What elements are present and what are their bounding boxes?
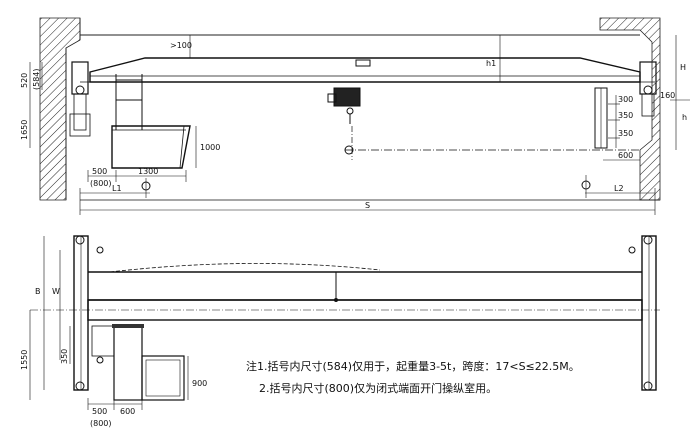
dim-600-plan: 600: [120, 407, 135, 416]
dim-gt100: >100: [170, 41, 192, 50]
dim-h1: h1: [486, 59, 496, 68]
dim-800: (800): [90, 179, 112, 188]
dim-W: W: [52, 287, 60, 296]
note-line-1: 注1.括号内尺寸(584)仅用于，起重量3-5t，跨度：17<S≤22.5M。: [246, 359, 580, 373]
plan-view: B W 1550 350 900 500 600 (800): [20, 235, 660, 428]
dim-1300: 1300: [138, 167, 158, 176]
dim-1000: 1000: [200, 143, 220, 152]
dim-1650: 1650: [20, 120, 29, 140]
dim-L2: L2: [614, 184, 624, 193]
elevation-view: >100 h1 1000 500 (800) 1300 L1 L2 S 300 …: [20, 17, 690, 215]
dim-350-plan: 350: [60, 349, 69, 364]
dim-500-plan: 500: [92, 407, 107, 416]
dim-900: 900: [192, 379, 207, 388]
hoist-trolley: [327, 87, 361, 124]
right-wall-hatch: [599, 17, 661, 201]
cabin-plan: [91, 324, 185, 401]
notes: 注1.括号内尺寸(584)仅用于，起重量3-5t，跨度：17<S≤22.5M。 …: [246, 359, 580, 395]
dim-584: (584): [32, 68, 41, 90]
dim-1550: 1550: [20, 350, 29, 370]
dim-350-a: 350: [618, 111, 633, 120]
dim-160: 160: [660, 91, 675, 100]
dim-300: 300: [618, 95, 633, 104]
dim-600: 600: [618, 151, 633, 160]
dim-500: 500: [92, 167, 107, 176]
note-line-2: 2.括号内尺寸(800)仅为闭式端面开门操纵室用。: [259, 381, 497, 395]
dim-h: h: [682, 113, 687, 122]
left-end-carriage: [71, 61, 89, 95]
dim-L1: L1: [112, 184, 122, 193]
dim-H: H: [680, 63, 686, 72]
main-girder: [89, 57, 641, 83]
dim-800-plan: (800): [90, 419, 112, 428]
dim-350-b: 350: [618, 129, 633, 138]
operator-cabin: [111, 74, 191, 169]
dim-520: 520: [20, 73, 29, 88]
dim-S: S: [365, 201, 370, 210]
dim-B: B: [35, 287, 41, 296]
